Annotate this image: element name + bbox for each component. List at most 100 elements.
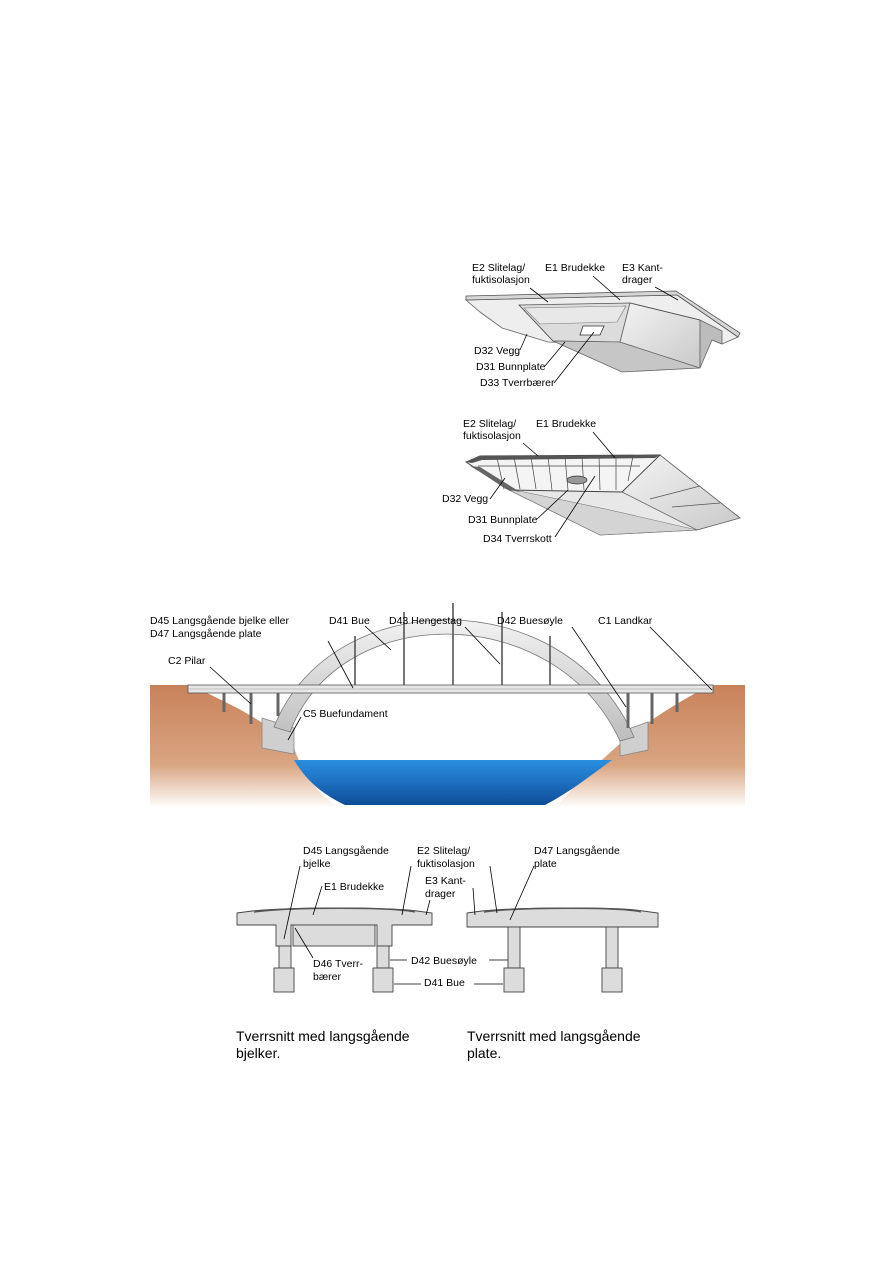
- label-c1: C1 Landkar: [598, 615, 653, 627]
- pointer-d43: [464, 626, 501, 665]
- label-d43: D43 Hengestag: [389, 615, 462, 627]
- pointer-e3-section-beam: [425, 899, 431, 916]
- label-e2-section: E2 Slitelag/: [417, 845, 470, 857]
- beam-section-arch-right: [372, 967, 394, 993]
- box-girder-diaphragm-hole: [579, 325, 605, 336]
- label-e2-section-line2: fuktisolasjon: [417, 858, 475, 870]
- label-d31-box: D31 Bunnplate: [476, 361, 546, 373]
- cross-section-beams: [236, 907, 433, 993]
- pointer-e1-steel: [592, 431, 616, 459]
- beam-section-column-left: [278, 945, 292, 969]
- pointer-d31-box: [544, 341, 566, 367]
- label-c5: C5 Buefundament: [303, 708, 388, 720]
- pointer-e1-box: [592, 275, 621, 301]
- pointer-d47-section: [509, 865, 535, 921]
- pointer-d42-arch: [571, 626, 627, 708]
- label-d45-d47: D45 Langsgående bjelke eller: [150, 615, 289, 627]
- beam-section-crossbeam: [292, 924, 376, 947]
- label-d32-box: D32 Vegg: [474, 345, 520, 357]
- label-d46: D46 Tverr-: [313, 958, 363, 970]
- label-e2-steel-line2: fuktisolasjon: [463, 430, 521, 442]
- cross-section-labels: D45 Langsgående bjelke E1 Brudekke E2 Sl…: [283, 845, 620, 989]
- label-d45-section-line2: bjelke: [303, 858, 331, 870]
- pointer-d31-steel: [536, 489, 569, 520]
- label-c2: C2 Pilar: [168, 655, 206, 667]
- pointer-c1: [649, 626, 713, 691]
- pointer-d34-steel: [554, 475, 596, 538]
- river-water: [294, 760, 612, 805]
- pointer-e2-section-beam: [401, 865, 412, 916]
- label-d42-arch: D42 Buesøyle: [497, 615, 563, 627]
- label-e3-box: E3 Kant-: [622, 262, 663, 274]
- steel-box-wall-edge: [470, 466, 520, 492]
- pointer-e1-section: [312, 885, 323, 916]
- arch-rib: [273, 619, 635, 742]
- pointer-c5: [287, 716, 302, 741]
- label-e1-section: E1 Brudekke: [324, 881, 384, 893]
- plate-section-column-left: [507, 926, 521, 969]
- pointer-d45-section: [283, 865, 301, 940]
- captions: Tverrsnitt med langsgående bjelker. Tver…: [236, 1028, 641, 1061]
- pointer-e3-box: [654, 286, 679, 301]
- steel-box-labels: E2 Slitelag/ fuktisolasjon E1 Brudekke D…: [442, 418, 616, 545]
- pointer-d46: [294, 927, 314, 959]
- beam-section-arch-left: [273, 967, 295, 993]
- label-d47-section-line2: plate: [534, 858, 557, 870]
- pointer-c2: [209, 666, 252, 705]
- label-e3-section: E3 Kant-: [425, 875, 466, 887]
- label-d42-section: D42 Buesøyle: [411, 955, 477, 967]
- steel-box-deck-edge: [466, 455, 660, 463]
- pointer-e3-section-plate: [472, 887, 476, 916]
- steel-box-manhole: [566, 475, 588, 485]
- plate-section-arch-left: [503, 967, 525, 993]
- pointer-d41-arch: [364, 625, 392, 651]
- label-e2-box: E2 Slitelag/: [472, 262, 525, 274]
- pointer-d32-box: [519, 333, 528, 351]
- box-girder-drawing: [464, 290, 741, 373]
- label-e1-steel: E1 Brudekke: [536, 418, 596, 430]
- left-riverbank: [150, 685, 340, 808]
- label-d45-d47-line2: D47 Langsgående plate: [150, 628, 262, 640]
- label-d34-steel: D34 Tverrskott: [483, 533, 552, 545]
- arch-bridge-labels: D45 Langsgående bjelke eller D47 Langsgå…: [150, 615, 713, 741]
- pointer-d33-box: [553, 331, 595, 384]
- arch-bridge-drawing: [150, 603, 745, 808]
- box-girder-inner-slab: [523, 305, 627, 325]
- arch-hangers: [354, 603, 551, 690]
- label-d46-line2: bærer: [313, 971, 342, 983]
- label-e3-section-line2: drager: [425, 888, 456, 900]
- caption-beams-line2: bjelker.: [236, 1045, 280, 1061]
- box-girder-labels: E2 Slitelag/ fuktisolasjon E1 Brudekke E…: [472, 262, 679, 389]
- label-e3-box-line2: drager: [622, 274, 653, 286]
- label-d31-steel: D31 Bunnplate: [468, 514, 538, 526]
- right-riverbank: [555, 685, 745, 808]
- label-e1-box: E1 Brudekke: [545, 262, 605, 274]
- box-girder-end-face: [699, 319, 723, 369]
- pointer-e2-steel: [522, 442, 539, 457]
- label-e2-steel: E2 Slitelag/: [463, 418, 516, 430]
- spandrel-columns: [222, 693, 679, 728]
- caption-beams: Tverrsnitt med langsgående: [236, 1028, 410, 1044]
- label-d32-steel: D32 Vegg: [442, 493, 488, 505]
- pointer-e2-section-plate: [489, 865, 498, 914]
- caption-plate: Tverrsnitt med langsgående: [467, 1028, 641, 1044]
- caption-plate-line2: plate.: [467, 1045, 501, 1061]
- beam-section-wearing-course: [253, 907, 416, 913]
- beam-section-column-right: [376, 945, 390, 969]
- label-e2-box-line2: fuktisolasjon: [472, 274, 530, 286]
- cross-section-plate: [466, 907, 659, 993]
- plate-section-wearing-course: [483, 907, 642, 913]
- pointer-e2-box: [529, 287, 549, 303]
- steel-box-drawing: [464, 454, 741, 536]
- label-d33-box: D33 Tverrbærer: [480, 377, 555, 389]
- pointer-d45-d47: [327, 640, 354, 689]
- plate-section-arch-right: [601, 967, 623, 993]
- label-d47-section: D47 Langsgående: [534, 845, 620, 857]
- box-girder-deck-top: [465, 290, 741, 338]
- plate-section-column-right: [605, 926, 619, 969]
- pointer-d32-steel: [489, 477, 506, 500]
- label-d41-section: D41 Bue: [424, 977, 465, 989]
- label-d41-arch: D41 Bue: [329, 615, 370, 627]
- label-d45-section: D45 Langsgående: [303, 845, 389, 857]
